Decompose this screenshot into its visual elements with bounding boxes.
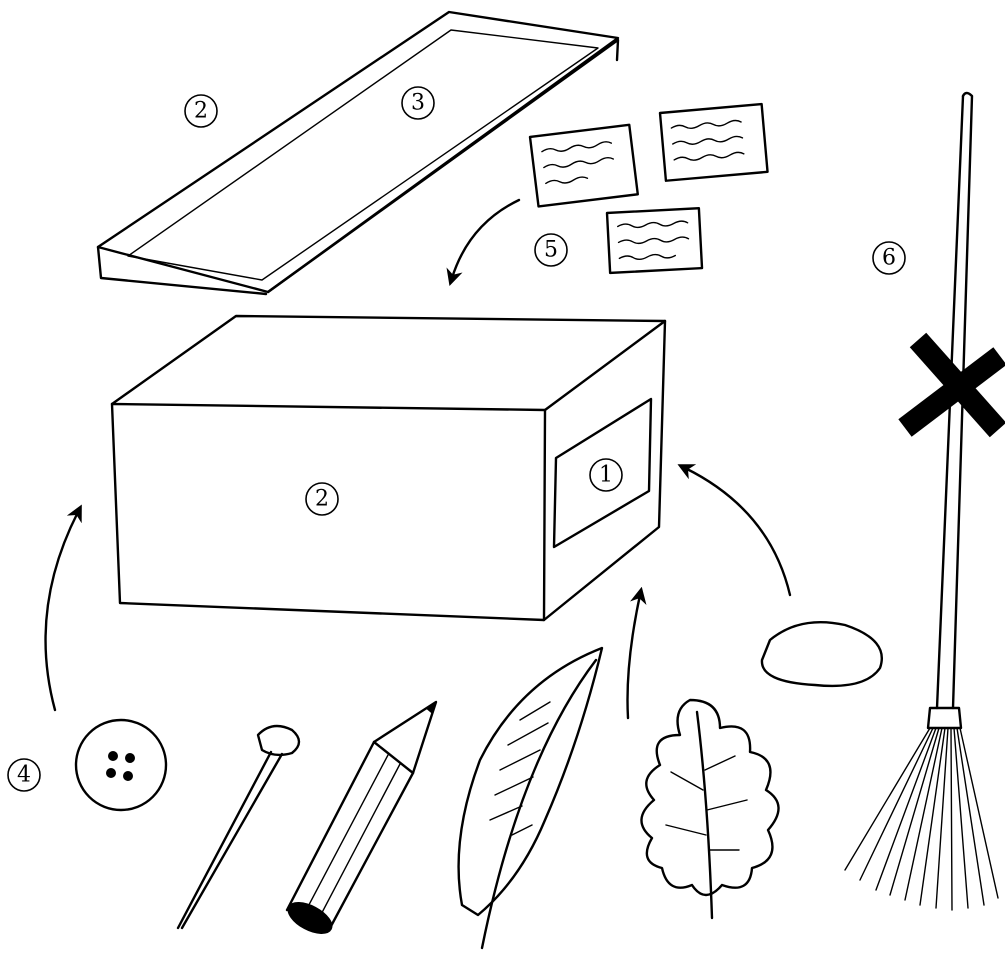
broom-icon bbox=[845, 93, 998, 910]
label-box-window: 1 bbox=[590, 459, 622, 491]
label-cards: 5 bbox=[535, 234, 567, 266]
pin-icon bbox=[178, 726, 299, 928]
svg-text:3: 3 bbox=[411, 91, 425, 116]
svg-text:1: 1 bbox=[599, 463, 613, 488]
label-small-objects: 4 bbox=[8, 759, 40, 791]
svg-text:2: 2 bbox=[315, 487, 329, 512]
svg-text:6: 6 bbox=[882, 246, 896, 271]
svg-text:5: 5 bbox=[544, 238, 558, 263]
arrow-icon bbox=[46, 200, 790, 718]
svg-text:4: 4 bbox=[17, 763, 31, 788]
label-lid-side: 2 bbox=[185, 95, 217, 127]
label-lid-inside: 3 bbox=[402, 87, 434, 119]
svg-text:2: 2 bbox=[194, 99, 208, 124]
leaf-icon bbox=[641, 700, 778, 918]
stone-icon bbox=[762, 622, 882, 686]
button-icon bbox=[76, 720, 166, 810]
feather-icon bbox=[459, 648, 602, 948]
pencil-icon bbox=[283, 702, 436, 940]
label-broom: 6 bbox=[873, 242, 905, 274]
box-icon bbox=[112, 316, 665, 620]
label-box-front: 2 bbox=[306, 483, 338, 515]
